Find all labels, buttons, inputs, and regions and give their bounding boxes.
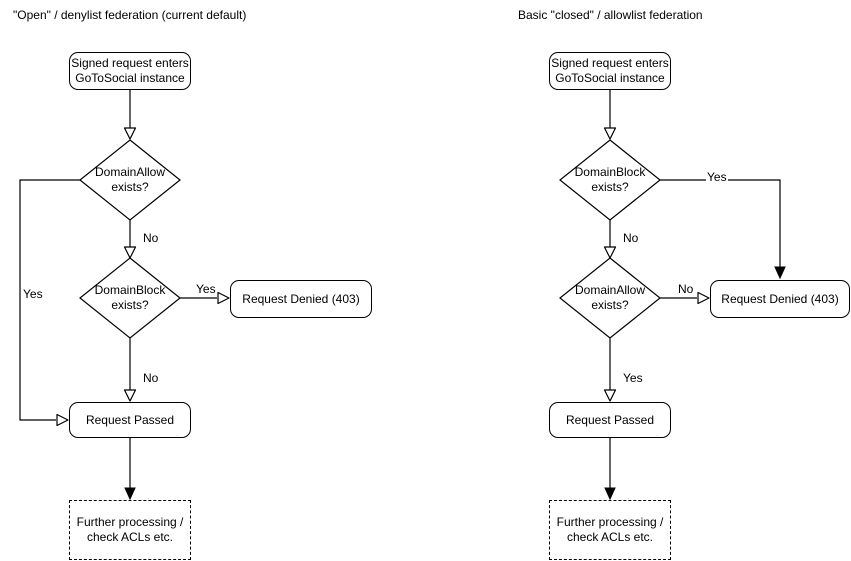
open-arrowhead-icon (123, 127, 137, 140)
further-processing-node: Further processing / check ACLs etc. (69, 500, 191, 560)
edge-decision1-yes (660, 179, 781, 267)
solid-arrowhead-icon (124, 487, 136, 501)
edge-label-no: No (142, 231, 160, 245)
edge-decision1-yes (19, 179, 80, 421)
decision2-diamond-shape (559, 257, 661, 339)
edge-label-no: No (142, 371, 160, 385)
open-arrowhead-icon (603, 389, 617, 402)
start-node: Signed request enters GoToSocial instanc… (69, 52, 191, 90)
request-denied-node: Request Denied (403) (710, 280, 850, 318)
decision2-diamond-shape (79, 257, 181, 339)
request-denied-node: Request Denied (403) (230, 280, 372, 318)
open-arrowhead-icon (697, 291, 710, 305)
open-arrowhead-icon (56, 413, 69, 427)
open-arrowhead-icon (217, 291, 230, 305)
start-node: Signed request enters GoToSocial instanc… (549, 52, 671, 90)
edge-label-no: No (677, 282, 695, 296)
left-chart-connectors (19, 90, 230, 501)
request-passed-node: Request Passed (549, 402, 671, 438)
solid-arrowhead-icon (604, 487, 616, 501)
request-passed-node: Request Passed (69, 402, 191, 438)
edge-label-yes: Yes (622, 371, 644, 385)
edge-label-yes: Yes (706, 170, 728, 184)
solid-arrowhead-icon (774, 266, 786, 280)
chart-title: Basic "closed" / allowlist federation (518, 8, 703, 22)
edge-label-yes: Yes (195, 282, 217, 296)
decision1-diamond-shape (559, 139, 661, 221)
edge-label-yes: Yes (22, 287, 44, 301)
open-arrowhead-icon (603, 127, 617, 140)
further-processing-node: Further processing / check ACLs etc. (549, 500, 671, 560)
edge-label-no: No (622, 231, 640, 245)
right-chart-connectors (559, 90, 786, 501)
open-arrowhead-icon (123, 246, 137, 259)
open-arrowhead-icon (603, 246, 617, 259)
chart-title: "Open" / denylist federation (current de… (13, 8, 247, 22)
open-arrowhead-icon (123, 389, 137, 402)
decision1-diamond-shape (79, 139, 181, 221)
